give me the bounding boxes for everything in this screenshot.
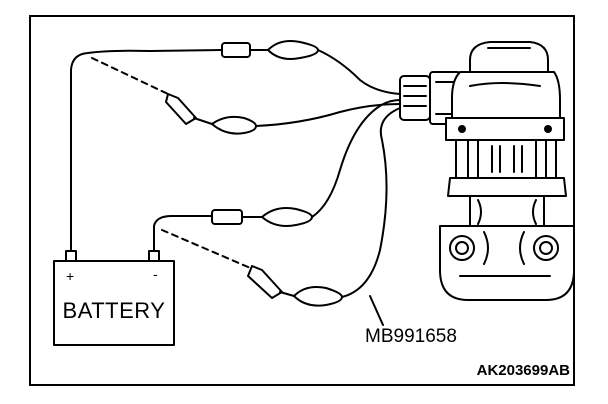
battery-positive-label: + bbox=[66, 268, 75, 284]
battery-negative-label: - bbox=[153, 266, 158, 282]
wire-negative bbox=[153, 215, 213, 252]
inline-connector-positive-lower bbox=[165, 93, 257, 135]
battery bbox=[53, 250, 175, 346]
battery-negative-terminal bbox=[148, 250, 160, 262]
battery-label: BATTERY bbox=[62, 298, 166, 323]
figure-id: AK203699AB bbox=[476, 362, 570, 379]
inline-connector-negative-upper bbox=[211, 207, 313, 227]
inline-connector-negative-lower bbox=[247, 265, 343, 307]
wire-negative-dashed bbox=[161, 229, 256, 271]
wire-positive-dashed bbox=[91, 57, 169, 95]
inline-connector-upper bbox=[221, 40, 319, 60]
tool-label: MB991658 bbox=[365, 326, 457, 347]
battery-positive-terminal bbox=[65, 250, 77, 262]
egr-valve bbox=[439, 41, 575, 301]
wire-positive bbox=[70, 49, 223, 252]
